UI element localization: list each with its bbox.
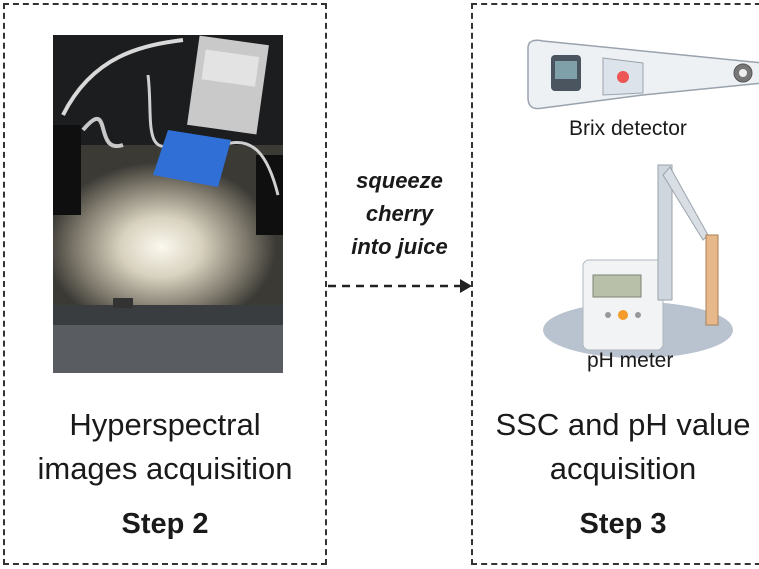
step3-caption-line2: acquisition bbox=[549, 451, 697, 486]
ph-meter-label: pH meter bbox=[587, 349, 674, 372]
step2-panel: Hyperspectral images acquisition Step 2 bbox=[3, 3, 327, 565]
brix-detector-photo bbox=[527, 39, 759, 110]
ph-meter-photo bbox=[543, 164, 733, 358]
brix-detector-label: Brix detector bbox=[569, 117, 687, 140]
step2-caption-line1: Hyperspectral bbox=[69, 407, 261, 442]
hyperspectral-imaging-photo bbox=[53, 35, 283, 373]
step2-caption-line2: images acquisition bbox=[37, 451, 293, 486]
process-line3: into juice bbox=[351, 234, 448, 259]
process-line2: cherry bbox=[365, 201, 434, 226]
step2-label: Step 2 bbox=[121, 508, 209, 540]
process-label: squeeze cherry into juice bbox=[332, 164, 467, 263]
process-line1: squeeze bbox=[356, 168, 443, 193]
step3-caption: SSC and pH value acquisition bbox=[473, 403, 759, 491]
step3-caption-line1: SSC and pH value bbox=[495, 407, 751, 442]
dashed-arrow-icon bbox=[328, 279, 472, 293]
step3-panel: Brix detector pH meter SSC and pH value … bbox=[471, 3, 759, 565]
step2-caption: Hyperspectral images acquisition bbox=[5, 403, 325, 491]
step3-label: Step 3 bbox=[579, 508, 667, 540]
